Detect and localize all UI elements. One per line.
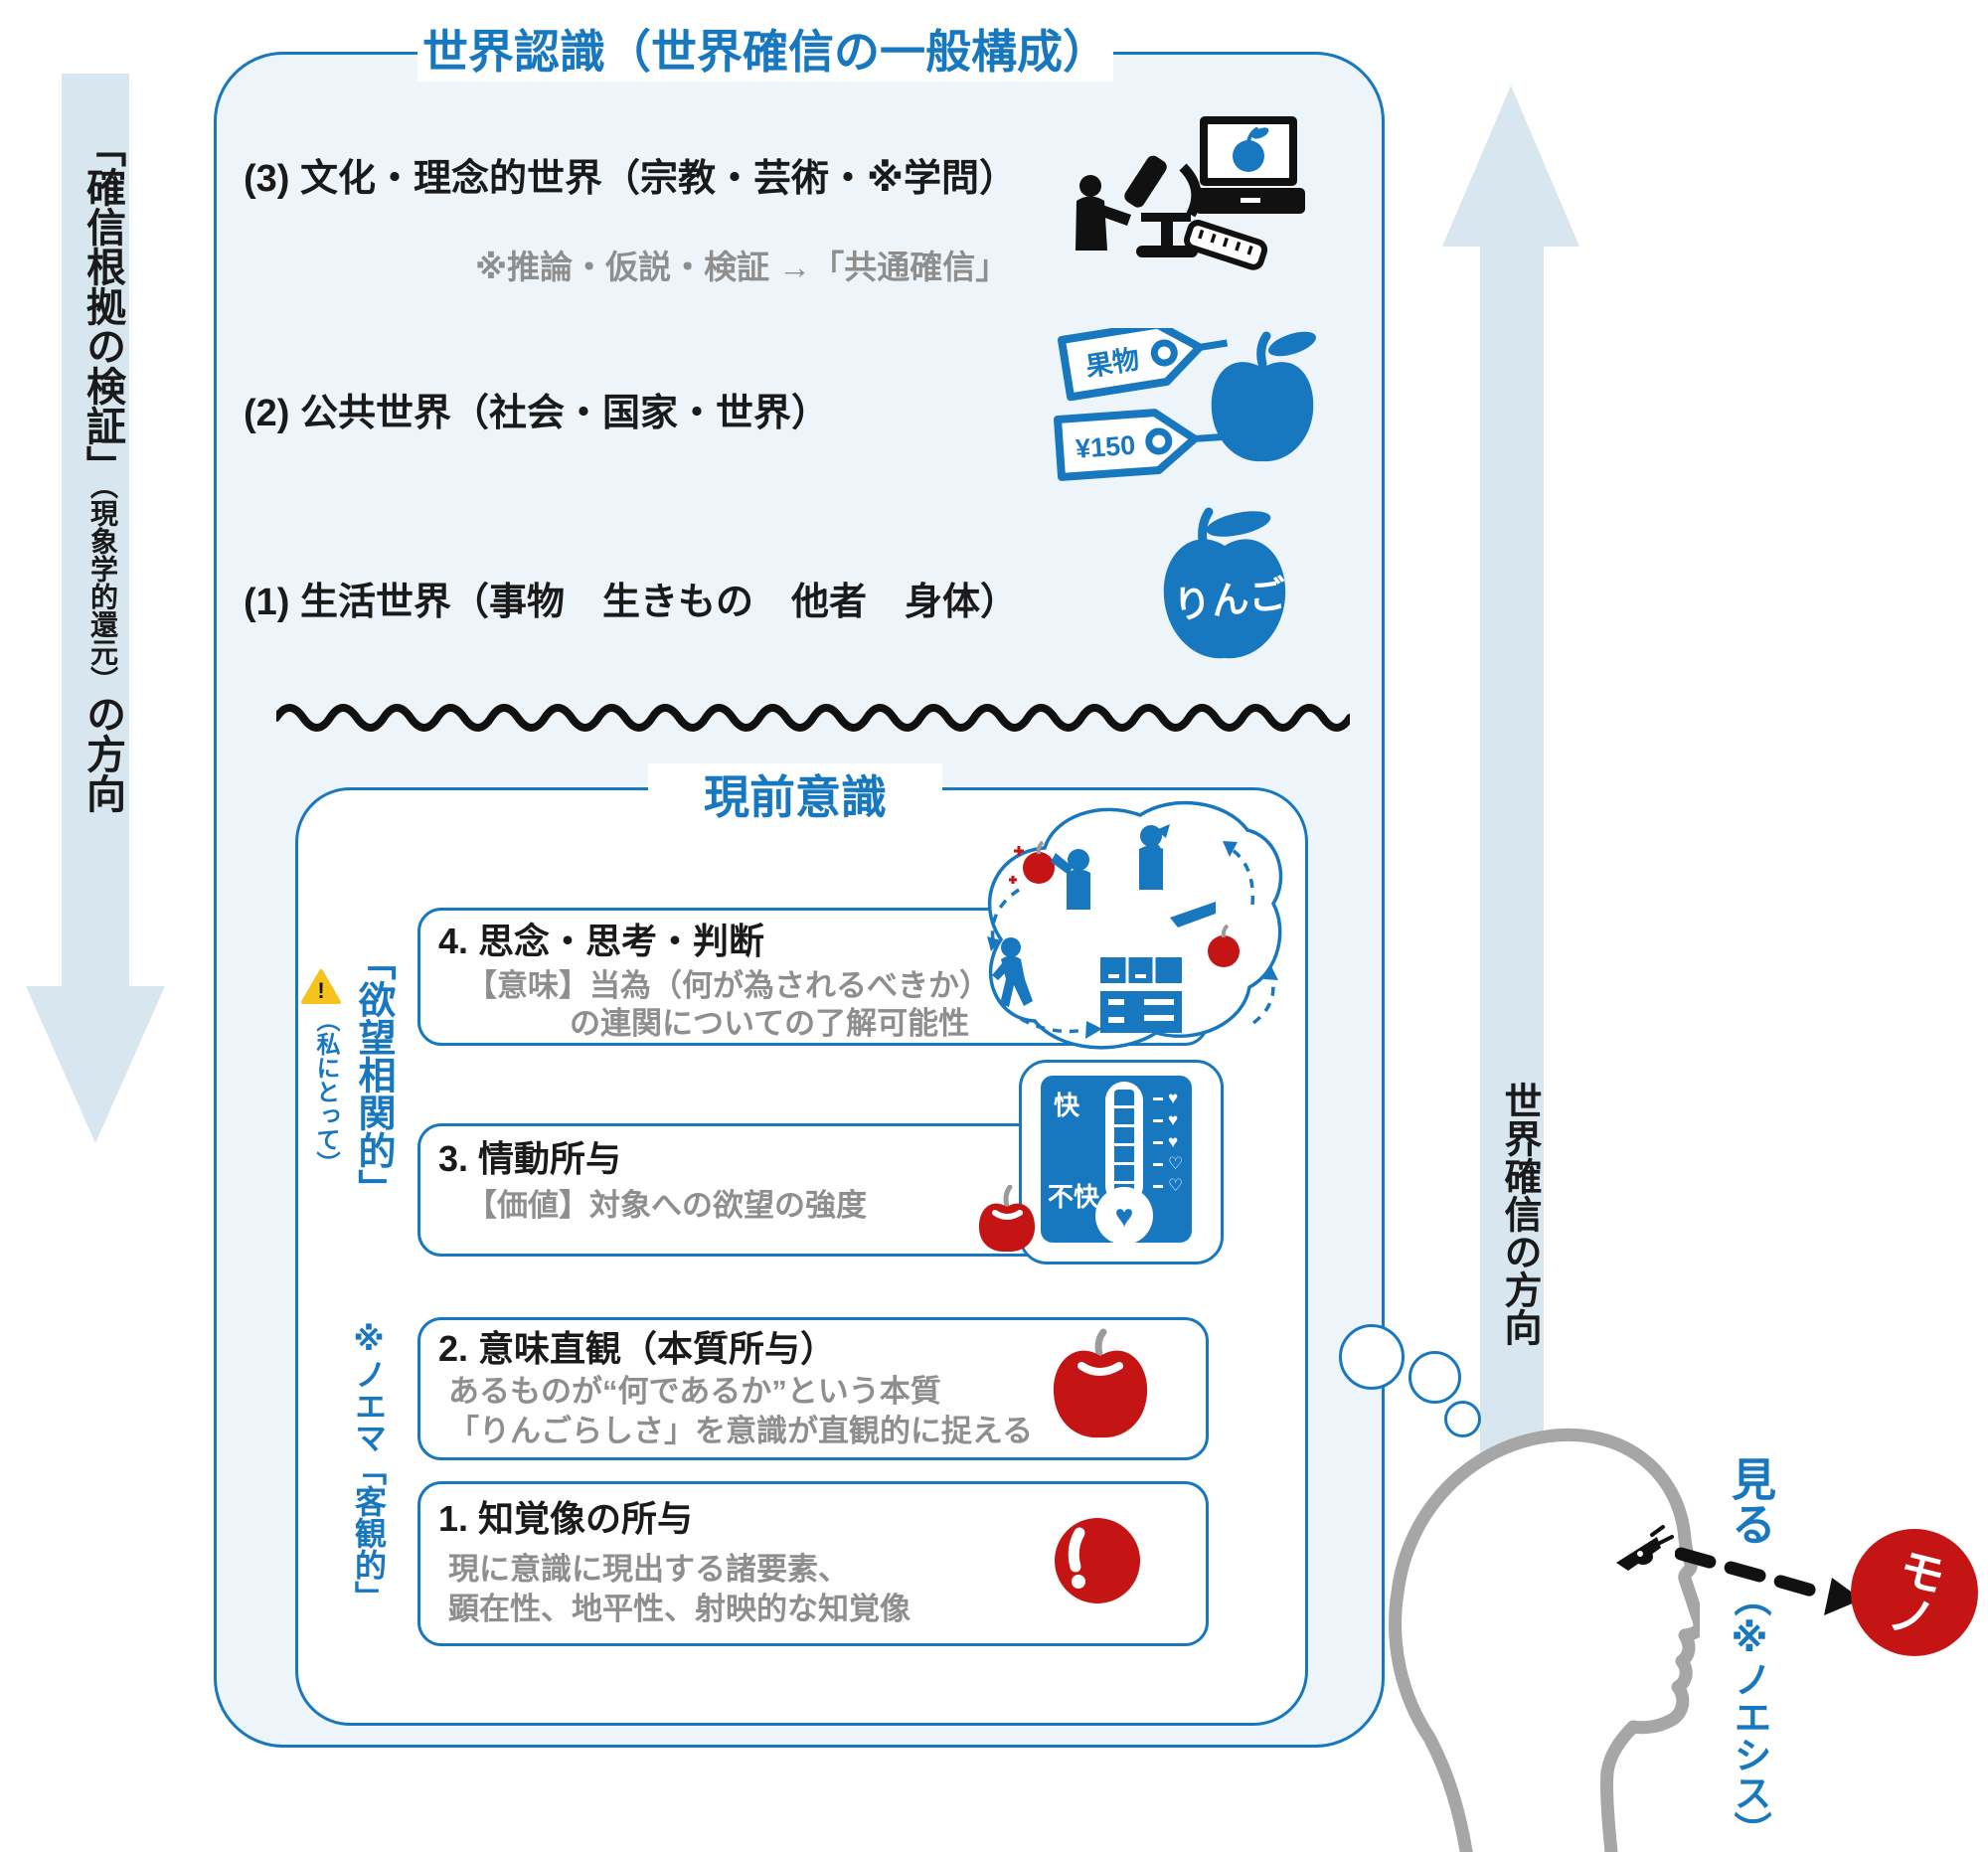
wavy-divider: [276, 704, 1350, 732]
cycle-arrows: [990, 846, 1275, 1034]
warning-icon: !: [301, 969, 341, 1004]
scale-tick: [1153, 1118, 1163, 1122]
level3-desc1: 【価値】対象への欲望の強度: [466, 1188, 867, 1223]
level3-title: 3. 情動所与: [438, 1138, 622, 1179]
science-research-icon: [1076, 116, 1305, 270]
reduction-arrow-band: [62, 74, 129, 988]
essence-apple-icon: [1053, 1328, 1148, 1438]
object-mono-circle: モノ: [1851, 1529, 1978, 1656]
consciousness-level2-box: 2. 意味直観（本質所与） あるものが“何であるか”という本質 「りんごらしさ」…: [417, 1317, 1209, 1460]
level1-desc1: 現に意識に現出する諸要素、: [448, 1552, 849, 1587]
desired-apple-icon: [978, 1185, 1036, 1253]
heart-icon: ♡: [1168, 1154, 1184, 1173]
heart-icon: ♥: [1168, 1089, 1179, 1107]
reduction-arrow-head: [26, 986, 165, 1143]
knife-apple-icon: [1170, 902, 1240, 967]
pleasant-label: 快: [1054, 1091, 1080, 1120]
unpleasant-label: 不快: [1048, 1182, 1100, 1212]
seeing-label: 見る: [1725, 1456, 1775, 1546]
world-recognition-title: 世界認識（世界確信の一般構成）: [417, 16, 1113, 82]
level4-title: 4. 思念・思考・判断: [438, 921, 765, 961]
present-consciousness-title-text: 現前意識: [704, 771, 887, 823]
thought-bubble-medium: [1408, 1351, 1461, 1404]
heart-icon: ♥: [1168, 1132, 1179, 1151]
level2-desc1: あるものが“何であるか”という本質: [448, 1374, 941, 1409]
heart-icon: ♥: [1168, 1110, 1179, 1129]
price-tags-apple-icon: 果物 ¥150: [1054, 328, 1316, 481]
scale-tick: [1153, 1096, 1163, 1100]
level2-label: (2) 公共世界（社会・国家・世界）: [244, 393, 830, 434]
warning-glyph: !: [317, 978, 324, 1003]
level1-desc2: 顕在性、地平性、射映的な知覚像: [448, 1592, 911, 1626]
level2-title: 2. 意味直観（本質所与）: [438, 1328, 837, 1369]
side-label-for-me: （私にとって）: [312, 1008, 339, 1175]
level3-label: (3) 文化・理念的世界（宗教・芸術・※学問）: [244, 158, 1017, 200]
scale-tick: [1153, 1184, 1163, 1188]
tag2-text: ¥150: [1075, 430, 1136, 464]
world-conviction-arrow-band: [1480, 243, 1544, 1453]
present-consciousness-title: 現前意識: [648, 763, 942, 825]
scale-tick: [1153, 1162, 1163, 1166]
eye-icon: [1616, 1525, 1674, 1571]
person-eating-icon: [1139, 824, 1170, 890]
side-label-noema-objective: ※ノエマ「客観的」: [351, 1320, 387, 1612]
blue-apple-icon: [1211, 331, 1316, 462]
level3-note: ※推論・仮説・検証 →「共通確信」: [475, 249, 1009, 285]
world-conviction-arrow-head: [1442, 85, 1579, 247]
thought-bubble-large: [1339, 1324, 1405, 1390]
heart-icon: ♡: [1168, 1176, 1184, 1195]
level1-title: 1. 知覚像の所与: [438, 1498, 694, 1539]
thermometer-tube-scale: [1114, 1090, 1134, 1197]
cycle-arrowheads: [987, 841, 1278, 1039]
object-mono-label: モノ: [1878, 1542, 1951, 1643]
held-apple-icon: [1009, 840, 1055, 884]
gaze-arrow: [1675, 1547, 1862, 1615]
percept-sphere-icon: [1055, 1518, 1140, 1603]
reduction-arrow-label-line2: （現象学的還元）: [87, 485, 118, 694]
reduction-arrow-label: 「確信根拠の検証」（現象学的還元）の方向: [74, 127, 131, 1022]
bulb-heart-icon: ♥: [1114, 1197, 1134, 1234]
level2-desc2: 「りんごらしさ」を意識が直観的に捉える: [448, 1414, 1034, 1448]
scale-tick: [1153, 1140, 1163, 1144]
thought-bubble-small: [1444, 1401, 1481, 1437]
observer-head-icon: [1389, 1429, 1700, 1852]
level4-desc2: の連関についての了解可能性: [570, 1006, 970, 1041]
noesis-label: （※ノエシス）: [1728, 1579, 1769, 1849]
world-conviction-arrow-label: 世界確信の方向: [1498, 1082, 1540, 1346]
walking-person-icon: [992, 937, 1033, 1007]
reduction-arrow-label-line3: の方向: [81, 694, 124, 813]
side-label-desire-relative: 「欲望相関的」: [352, 942, 394, 1207]
heart-scale: ♥ ♥ ♥ ♡ ♡: [1153, 1088, 1183, 1197]
microscope-icon: [1124, 155, 1202, 257]
level4-desc1: 【意味】当為（何が為されるべきか）: [466, 968, 990, 1003]
action-cycle-thought-cloud: [987, 800, 1283, 1050]
kitchen-icon: [1100, 957, 1182, 1033]
person-holding-apple-icon: [1051, 849, 1090, 910]
world-recognition-title-text: 世界認識（世界確信の一般構成）: [422, 26, 1108, 78]
thermometer-bulb: ♥: [1095, 1187, 1153, 1245]
reduction-arrow-label-line1: 「確信根拠の検証」: [81, 127, 124, 485]
level1-label: (1) 生活世界（事物 生きもの 他者 身体）: [244, 582, 1019, 623]
named-apple-icon: りんご: [1163, 507, 1288, 659]
